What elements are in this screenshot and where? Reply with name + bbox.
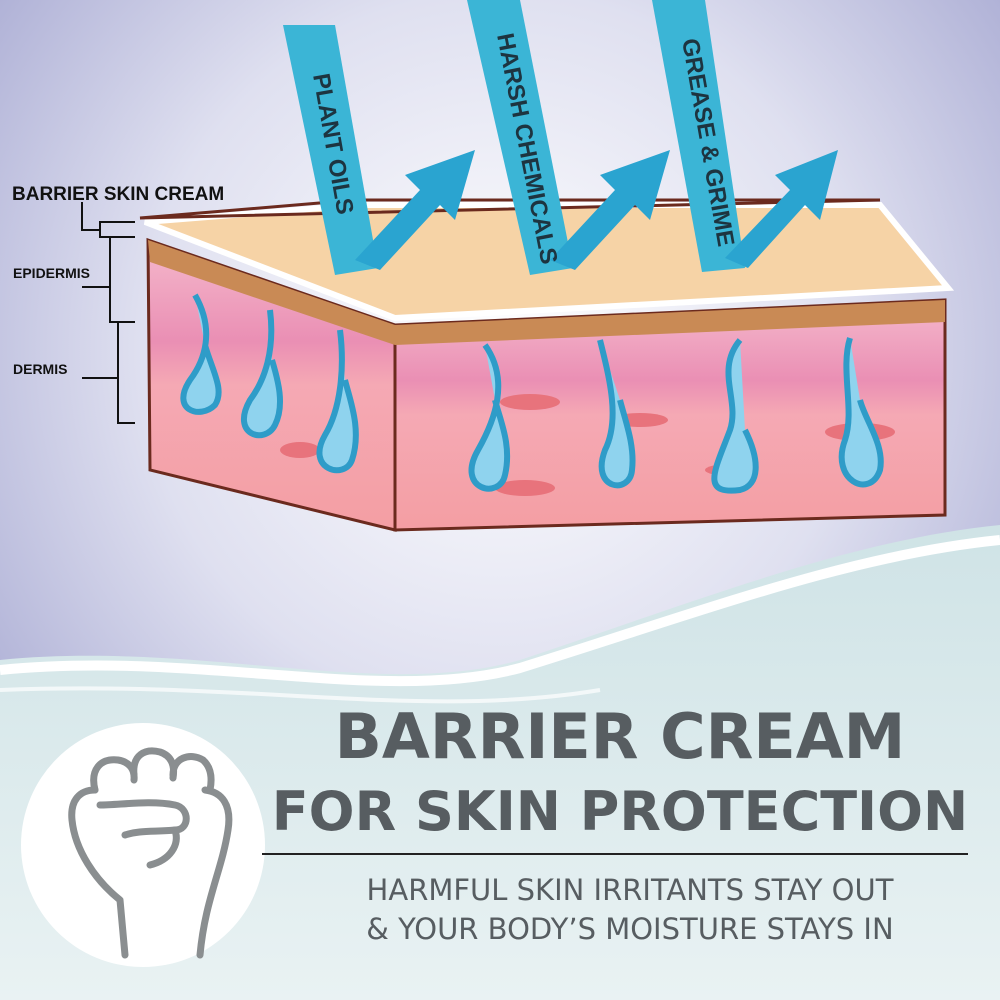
label-barrier-skin-cream: BARRIER SKIN CREAM <box>12 184 225 205</box>
layer-brackets <box>81 202 135 424</box>
label-dermis: DERMIS <box>13 361 68 377</box>
headline-line1: BARRIER CREAM <box>334 700 906 773</box>
fist-icon <box>21 723 265 967</box>
arrow-plant-oils: PLANT OILS <box>283 25 475 275</box>
headline-line2: FOR SKIN PROTECTION <box>271 780 969 843</box>
tagline-line1: HARMFUL SKIN IRRITANTS STAY OUT <box>366 873 894 907</box>
sweat-glands <box>180 293 884 494</box>
tagline-line2: & YOUR BODY’S MOISTURE STAYS IN <box>366 912 894 946</box>
label-epidermis: EPIDERMIS <box>13 265 91 281</box>
